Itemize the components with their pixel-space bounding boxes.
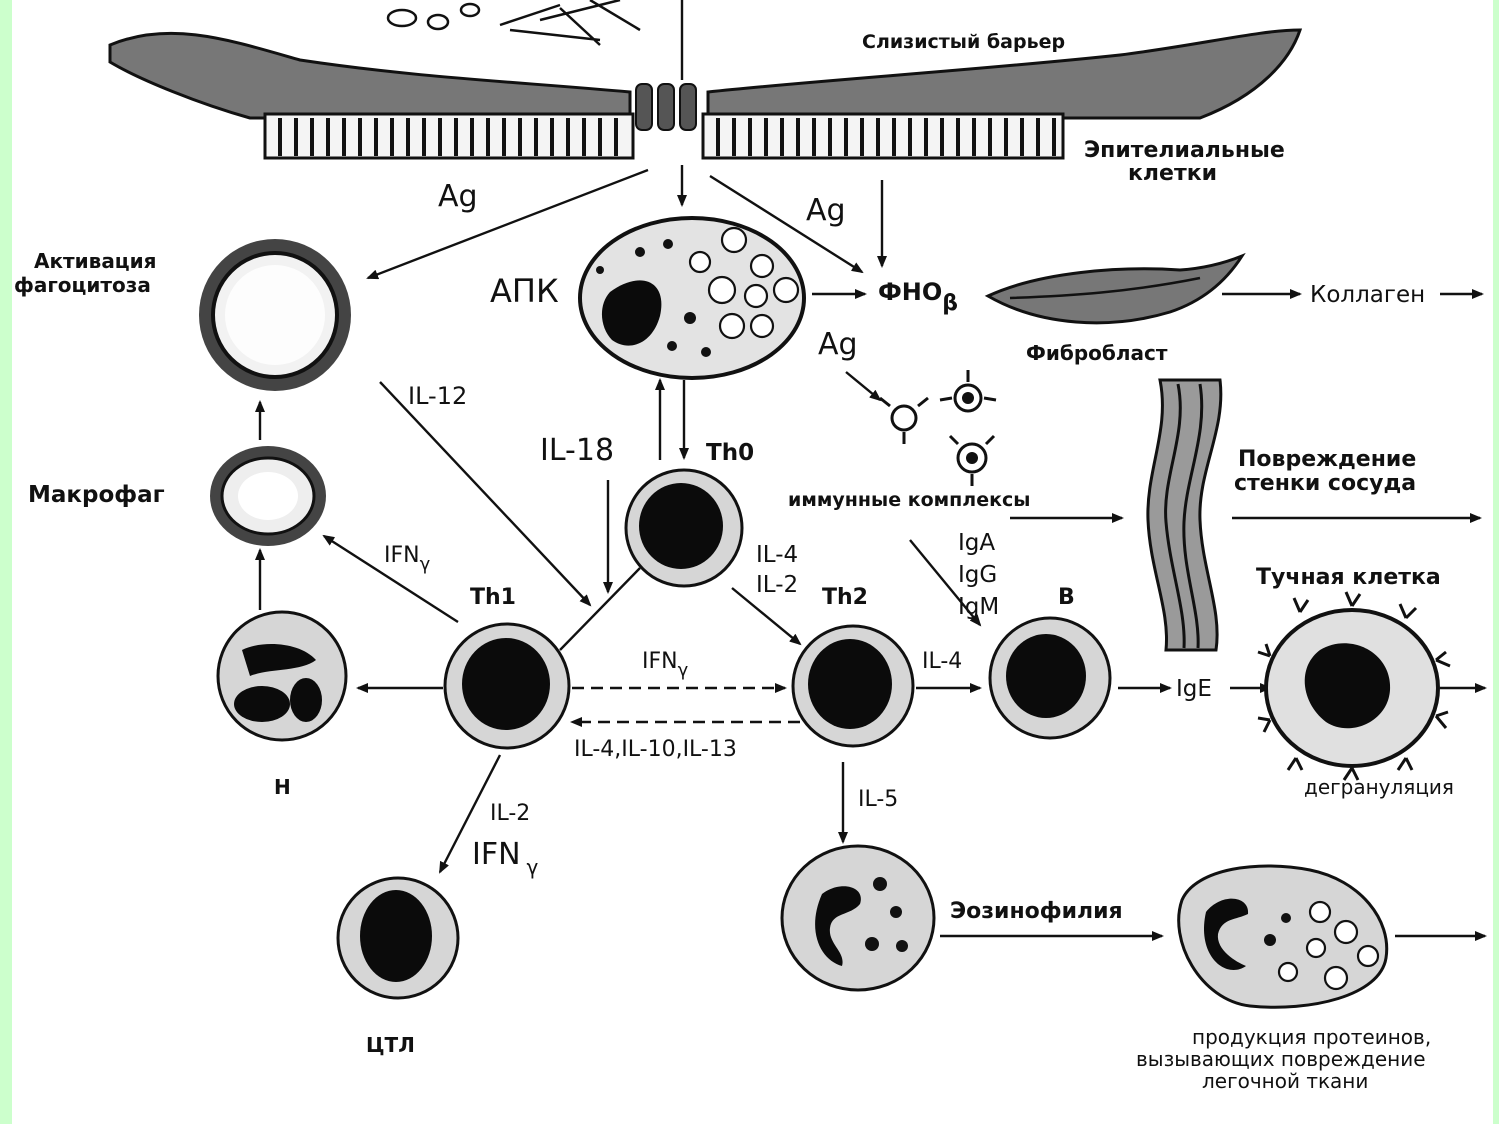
ifn-ctl-subscript: γ — [527, 855, 539, 879]
igm-label: IgM — [958, 594, 999, 620]
degranulation-label: дегрануляция — [1304, 775, 1454, 799]
tnf-text: ФНО — [878, 278, 942, 306]
immune-complexes-label: иммунные комплексы — [788, 489, 1030, 511]
tnf-subscript: β — [942, 291, 958, 316]
mast-cell-label: Тучная клетка — [1256, 565, 1441, 590]
macrophage-label: Макрофаг — [28, 482, 165, 508]
ifn-ctl-text: IFN — [472, 837, 521, 872]
il4-10-13-label: IL-4,IL-10,IL-13 — [574, 737, 737, 762]
th2-cell — [793, 626, 913, 746]
vessel-damage-label-line2: стенки сосуда — [1234, 471, 1416, 496]
ige-label: IgE — [1176, 676, 1212, 702]
ifn-macrophage-text: IFN — [384, 543, 420, 568]
apc-label: АПК — [490, 272, 559, 310]
pathogens-illustration — [388, 0, 640, 45]
b-cell — [990, 618, 1110, 738]
ifn-macrophage-subscript: γ — [420, 554, 431, 575]
th0-cell — [626, 470, 742, 586]
tnf-label: ФНОβ — [878, 278, 958, 316]
iga-label: IgA — [958, 530, 995, 556]
phagocytosis-label-line1: Активация — [34, 249, 157, 273]
immune-complexes — [880, 370, 996, 486]
epithelial-cells-label-line2: клетки — [1128, 161, 1217, 186]
th1-label: Th1 — [470, 585, 516, 610]
activated-eosinophil-cell — [1179, 866, 1387, 1007]
fibroblast-label: Фибробласт — [1026, 341, 1168, 365]
il4-b-label: IL-4 — [922, 649, 962, 674]
il2-th0-label: IL-2 — [756, 572, 798, 598]
il18-label: IL-18 — [540, 433, 614, 468]
macrophage-cell — [210, 446, 326, 546]
b-cell-label: B — [1058, 585, 1075, 610]
ag-complex-label: Ag — [818, 327, 858, 362]
mast-cell — [1258, 592, 1450, 780]
ifn-macrophage-label: IFNγ — [384, 543, 431, 575]
arrow-il12-to-th1 — [380, 382, 590, 605]
ctl-label: ЦТЛ — [366, 1033, 415, 1057]
th2-label: Th2 — [822, 585, 868, 610]
epithelial-cells-label-line1: Эпителиальные — [1084, 138, 1285, 163]
phagocytosis-label-line2: фагоцитоза — [14, 273, 151, 297]
collagen-label: Коллаген — [1310, 282, 1425, 308]
proteins-label-line1: продукция протеинов, — [1192, 1025, 1431, 1049]
nk-label: Н — [274, 775, 291, 799]
phagocyte-cell — [199, 239, 351, 391]
proteins-label-line3: легочной ткани — [1202, 1069, 1368, 1093]
il12-label: IL-12 — [408, 382, 467, 410]
ag-left-label: Ag — [438, 179, 478, 214]
ifn-dashed-subscript: γ — [678, 660, 689, 681]
il2-ctl-label: IL-2 — [490, 801, 530, 826]
proteins-label-line2: вызывающих повреждение — [1136, 1047, 1426, 1071]
th0-label: Th0 — [706, 440, 754, 466]
th1-cell — [445, 624, 569, 748]
fibroblast-cell — [988, 256, 1242, 323]
eosinophilia-label: Эозинофилия — [950, 899, 1123, 924]
arrow-ag-to-complexes — [846, 372, 880, 400]
igg-label: IgG — [958, 562, 997, 588]
mucous-barrier-label: Слизистый барьер — [862, 31, 1065, 53]
apc-cell — [580, 218, 804, 378]
blood-vessel — [1148, 380, 1221, 650]
ctl-cell — [338, 878, 458, 998]
eosinophil-cell — [782, 846, 934, 990]
il4-th0-label: IL-4 — [756, 542, 798, 568]
vessel-damage-label-line1: Повреждение — [1238, 447, 1416, 472]
il5-label: IL-5 — [858, 787, 898, 812]
ifn-dashed-text: IFN — [642, 649, 678, 674]
ag-right-label: Ag — [806, 193, 846, 228]
nk-cell — [218, 612, 346, 740]
line-th0-to-th1 — [560, 568, 640, 650]
ifn-dashed-label: IFNγ — [642, 649, 689, 681]
